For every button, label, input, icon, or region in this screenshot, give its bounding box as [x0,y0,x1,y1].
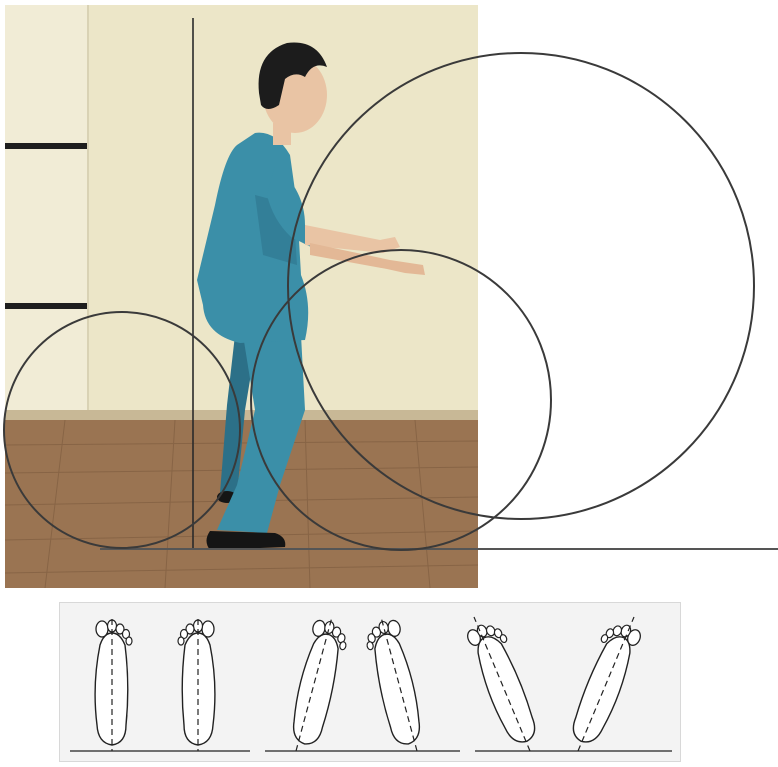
small-circle [4,312,240,548]
feet-diagram [60,603,682,763]
foot-pair-straight [95,619,215,751]
foot-outline-icon [464,618,545,748]
foot-outline-icon [95,620,132,745]
foot-outline-icon [288,618,350,748]
large-circle [288,53,754,519]
feet-panel [59,602,681,762]
foot-outline-icon [178,620,215,745]
foot-pair-toe-out [288,617,425,751]
foot-outline-icon [563,618,644,748]
foot-outline-icon [363,618,425,748]
foot-pair-toe-in [464,617,644,751]
medium-circle [251,250,551,550]
